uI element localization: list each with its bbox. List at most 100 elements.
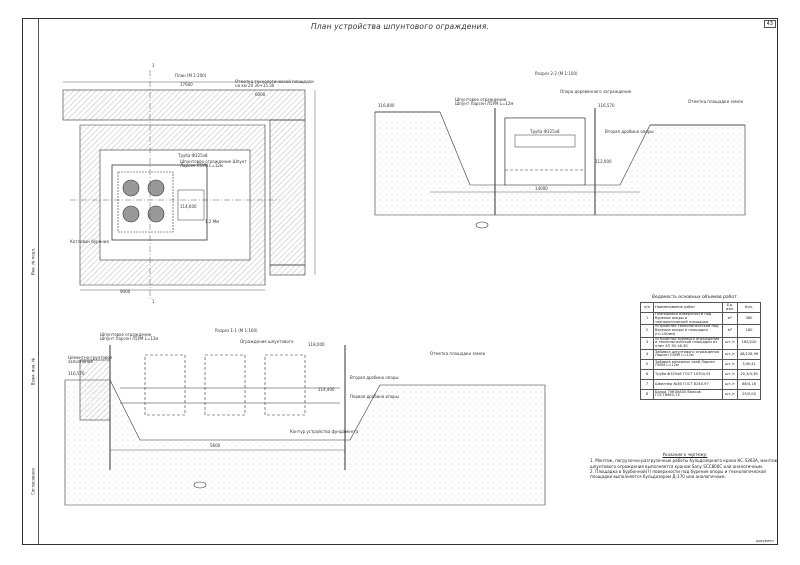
sheet-number: 43 xyxy=(763,20,776,28)
plan-view xyxy=(62,70,316,300)
s22-elev-1: 116,570 xyxy=(598,103,615,108)
cell: 48/128,96 xyxy=(737,348,761,360)
cell: Швеллер №36 ГОСТ 8240-97 xyxy=(653,378,723,390)
s11-title: Разрез 1-1 (М 1:100) xyxy=(215,328,258,333)
s22-dim-2: 14000 xyxy=(535,186,548,191)
cell: шт./т xyxy=(722,368,738,380)
plan-dim-1: 6000 xyxy=(255,92,266,97)
s11-fence-label: Ограждение шпунтового xyxy=(240,339,294,344)
cell: 6 xyxy=(640,368,654,380)
notes-heading: Указания к чертежу: xyxy=(662,452,708,457)
cell: Устройство бурового ограждения и техноло… xyxy=(653,336,723,350)
cell: Устройство технологической под бурение о… xyxy=(653,324,723,338)
cell: 8 xyxy=(640,388,654,400)
cell: 4 xyxy=(640,348,654,360)
cell: Труба Ф325х8 ГОСТ 10704-91 xyxy=(653,368,723,380)
section-1-1 xyxy=(64,345,546,506)
pile xyxy=(122,205,140,223)
cell: м³ xyxy=(722,324,738,338)
s11-pile-label: Шпунтовое ограждение Шпунт Ларсен Л5УМ L… xyxy=(100,332,159,342)
doc-stamp: документ xyxy=(756,539,774,543)
s22-strut xyxy=(514,134,576,148)
note-item: 1. Монтаж, погрузочно-разгрузочные работ… xyxy=(590,458,778,469)
plan-pit xyxy=(99,149,251,261)
cell: 25/0,00 xyxy=(737,388,761,400)
plan-road-label: Отметка технологической площадки на км 2… xyxy=(235,79,314,89)
s11-second-label: Вторая дробина опоры xyxy=(350,375,399,380)
section-mark-top: 1 xyxy=(152,63,155,68)
cell: шт./т xyxy=(722,388,738,400)
cell: 7 xyxy=(640,378,654,390)
plan-pipe-label: Труба Ф325х8 xyxy=(178,153,208,158)
plan-piles xyxy=(122,179,165,223)
vol-h-num: п/п xyxy=(640,302,654,313)
cell: шт./т xyxy=(722,378,738,390)
s11-fill-left xyxy=(79,359,111,421)
vol-h-unit: Ед. изм. xyxy=(722,302,738,313)
s11-pile-2 xyxy=(204,354,246,416)
pile xyxy=(147,179,165,197)
plan-road-right xyxy=(269,119,306,266)
cell: 5 xyxy=(640,358,654,370)
drawing-notes: Указания к чертежу: 1. Монтаж, погрузочн… xyxy=(590,452,780,480)
plan-title: План (М 1:200) xyxy=(175,73,207,78)
cell: 1 xyxy=(640,311,654,326)
cell: 180 xyxy=(737,324,761,338)
cell: 7/40,41 xyxy=(737,358,761,370)
cell: 3 xyxy=(640,336,654,350)
vol-h-qty: Кол. xyxy=(737,302,761,313)
cell: шт./т xyxy=(722,358,738,370)
s22-pile-label: Шпунтовое ограждение Шпунт Ларсен Л5УМ L… xyxy=(455,97,514,107)
plan-dim-0: 17600 xyxy=(180,82,193,87)
plan-foundation-outline xyxy=(117,171,174,233)
plan-slope: 1:2 Мм xyxy=(205,219,220,224)
pile xyxy=(122,179,140,197)
s11-elev-0: 116,570 xyxy=(68,371,85,376)
plan-sheet-pile-wall xyxy=(111,164,208,241)
left-title-strip: Согласовано Взам. инв. № Инв. № подл. xyxy=(25,19,39,544)
vol-h-name: Наименование работ xyxy=(653,302,723,313)
cell: шт./т xyxy=(722,348,738,360)
plan-elev-114: 114,600 xyxy=(180,204,197,209)
s11-soil-mark xyxy=(193,481,207,489)
s22-elev-0: 116,800 xyxy=(378,103,395,108)
drawing-sheet: Согласовано Взам. инв. № Инв. № подл. xyxy=(22,18,778,545)
cell: шт./т xyxy=(722,336,738,350)
volumes-header: п/п Наименование работ Ед. изм. Кол. xyxy=(640,302,761,313)
cell: Балка 70К00А00 Волков ГОСТ8963-74 xyxy=(653,388,723,400)
section-mark-bottom: 1 xyxy=(152,299,155,304)
s11-pile-1 xyxy=(144,354,186,416)
cell: 2 xyxy=(640,324,654,338)
s11-elev-1: 118,000 xyxy=(308,342,325,347)
sheet-title: План устройства шпунтового ограждения. xyxy=(310,22,490,31)
plan-road-top xyxy=(62,89,306,121)
s11-soil xyxy=(64,379,546,506)
s11-ground-label: Отметка площадки земли xyxy=(430,351,486,356)
cell: 162/220 xyxy=(737,336,761,350)
volumes-title: Ведомость основных объемов работ xyxy=(652,295,737,300)
s11-first-label: Первая дробина опоры xyxy=(350,394,399,399)
s22-ground-label: Отметка площадки земли xyxy=(688,99,744,104)
s11-contour-label: Контур устройства фундамента xyxy=(290,429,358,434)
cell: 20,3/4,38 xyxy=(737,368,761,380)
cell: Планировка поверхности под бурение опоры… xyxy=(653,311,723,326)
s22-soil-mark xyxy=(475,221,489,229)
cell: Забивка шпунтового ограждения Ларсен Л5У… xyxy=(653,348,723,360)
s22-pit xyxy=(504,117,586,186)
s22-title: Разрез 2-2 (М 1:100) xyxy=(535,71,578,76)
section-2-2 xyxy=(374,108,746,229)
s22-support-label: Опора деревянного заграждения xyxy=(560,89,632,94)
plan-anchor-block xyxy=(177,189,205,221)
note-item: 2. Площадка в бурбонной(?) поверхности п… xyxy=(590,468,766,480)
s22-second-label: Вторая дробина опоры xyxy=(605,129,654,134)
plan-road-bottom xyxy=(269,264,306,276)
s22-elev-3: 112,000 xyxy=(595,159,612,164)
